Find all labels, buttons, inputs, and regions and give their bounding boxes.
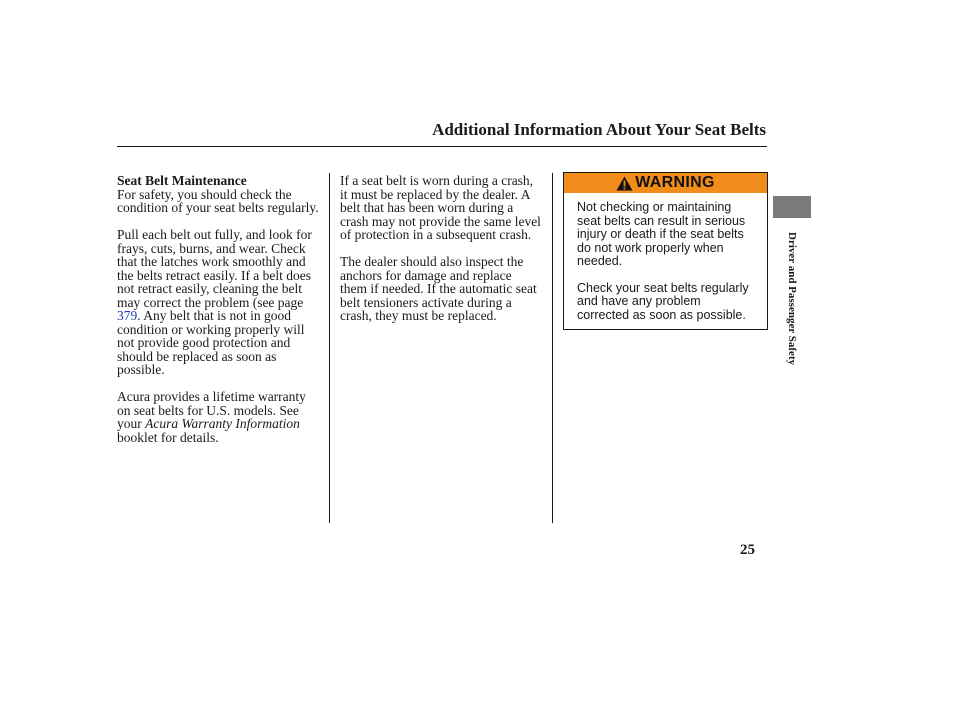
warning-text: Not checking or maintaining seat belts c…: [577, 200, 763, 335]
warranty-booklet-title: Acura Warranty Information: [145, 416, 300, 431]
paragraph-replace-after-crash: If a seat belt is worn during a crash, i…: [340, 173, 541, 242]
paragraph-inspect-text-cont: . Any belt that is not in good condition…: [117, 308, 305, 377]
warning-label: WARNING: [635, 174, 715, 191]
paragraph-inspect-belts: Pull each belt out fully, and look for f…: [117, 228, 329, 377]
page-number: 25: [740, 542, 755, 558]
column-divider-left: [329, 173, 330, 523]
section-side-label: Driver and Passenger Safety: [786, 232, 798, 366]
paragraph-warranty-text-cont: booklet for details.: [117, 429, 219, 445]
warning-paragraph-2: Check your seat belts regularly and have…: [577, 280, 749, 322]
column-divider-right: [552, 173, 553, 523]
section-tab-marker: [773, 196, 811, 218]
paragraph-inspect-text: Pull each belt out fully, and look for f…: [117, 227, 312, 310]
warning-paragraph-1: Not checking or maintaining seat belts c…: [577, 200, 746, 268]
page-title: Additional Information About Your Seat B…: [432, 120, 766, 139]
left-column: Seat Belt Maintenance For safety, you sh…: [117, 174, 329, 458]
paragraph-warranty: Acura provides a lifetime warranty on se…: [117, 389, 329, 445]
paragraph-dealer-inspect: The dealer should also inspect the ancho…: [340, 254, 537, 323]
warning-triangle-icon: [616, 176, 633, 190]
page-link-379[interactable]: 379: [117, 308, 138, 323]
paragraph-warranty-text: Acura provides a lifetime warranty on se…: [117, 389, 306, 431]
header-divider: [117, 146, 767, 147]
middle-column: If a seat belt is worn during a crash, i…: [340, 174, 550, 336]
paragraph-check-condition: For safety, you should check the conditi…: [117, 186, 319, 215]
warning-box: WARNING Not checking or maintaining seat…: [563, 172, 768, 330]
section-heading: Seat Belt Maintenance: [117, 173, 247, 188]
warning-header: WARNING: [564, 173, 767, 193]
